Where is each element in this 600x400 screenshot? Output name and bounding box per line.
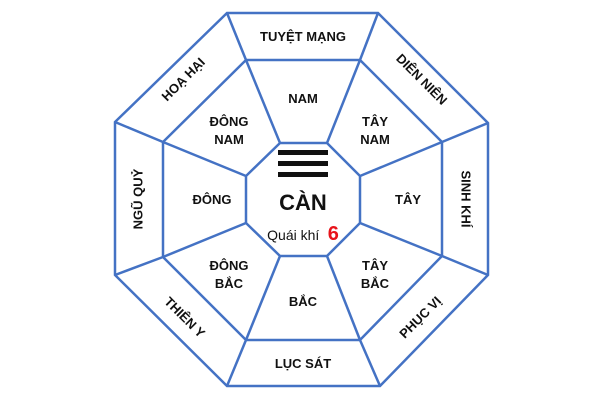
qua-label: Quái khí	[267, 227, 319, 243]
direction-northeast-line2: BẮC	[215, 276, 244, 291]
trigram-name: CÀN	[279, 190, 327, 215]
star-bottom-left: THIÊN Y	[161, 294, 208, 341]
direction-southeast-line2: NAM	[214, 132, 244, 147]
direction-southwest-line1: TÂY	[362, 114, 388, 129]
star-left: NGŨ QUỶ	[130, 168, 145, 229]
direction-east: ĐÔNG	[193, 192, 232, 207]
star-top-right: DIÊN NIÊN	[393, 51, 450, 108]
qua-number: 6	[328, 223, 339, 245]
star-top-left: HOẠ HẠI	[159, 55, 208, 104]
qian-trigram-icon	[278, 150, 328, 177]
direction-south: NAM	[288, 91, 318, 106]
qua-label-line: Quái khí 6	[267, 223, 339, 245]
direction-northwest-line1: TÂY	[362, 258, 388, 273]
star-top: TUYỆT MẠNG	[260, 29, 346, 44]
direction-northwest-line2: BẮC	[361, 276, 390, 291]
octagon-lines	[113, 11, 490, 388]
direction-southwest-line2: NAM	[360, 132, 390, 147]
direction-southeast-line1: ĐÔNG	[210, 114, 249, 129]
direction-northeast-line1: ĐÔNG	[210, 258, 249, 273]
star-right: SINH KHÍ	[459, 170, 474, 227]
star-bottom: LỤC SÁT	[275, 356, 331, 371]
direction-north: BẮC	[289, 294, 318, 309]
star-bottom-right: PHỤC VỊ	[396, 293, 444, 341]
direction-west: TÂY	[395, 192, 421, 207]
